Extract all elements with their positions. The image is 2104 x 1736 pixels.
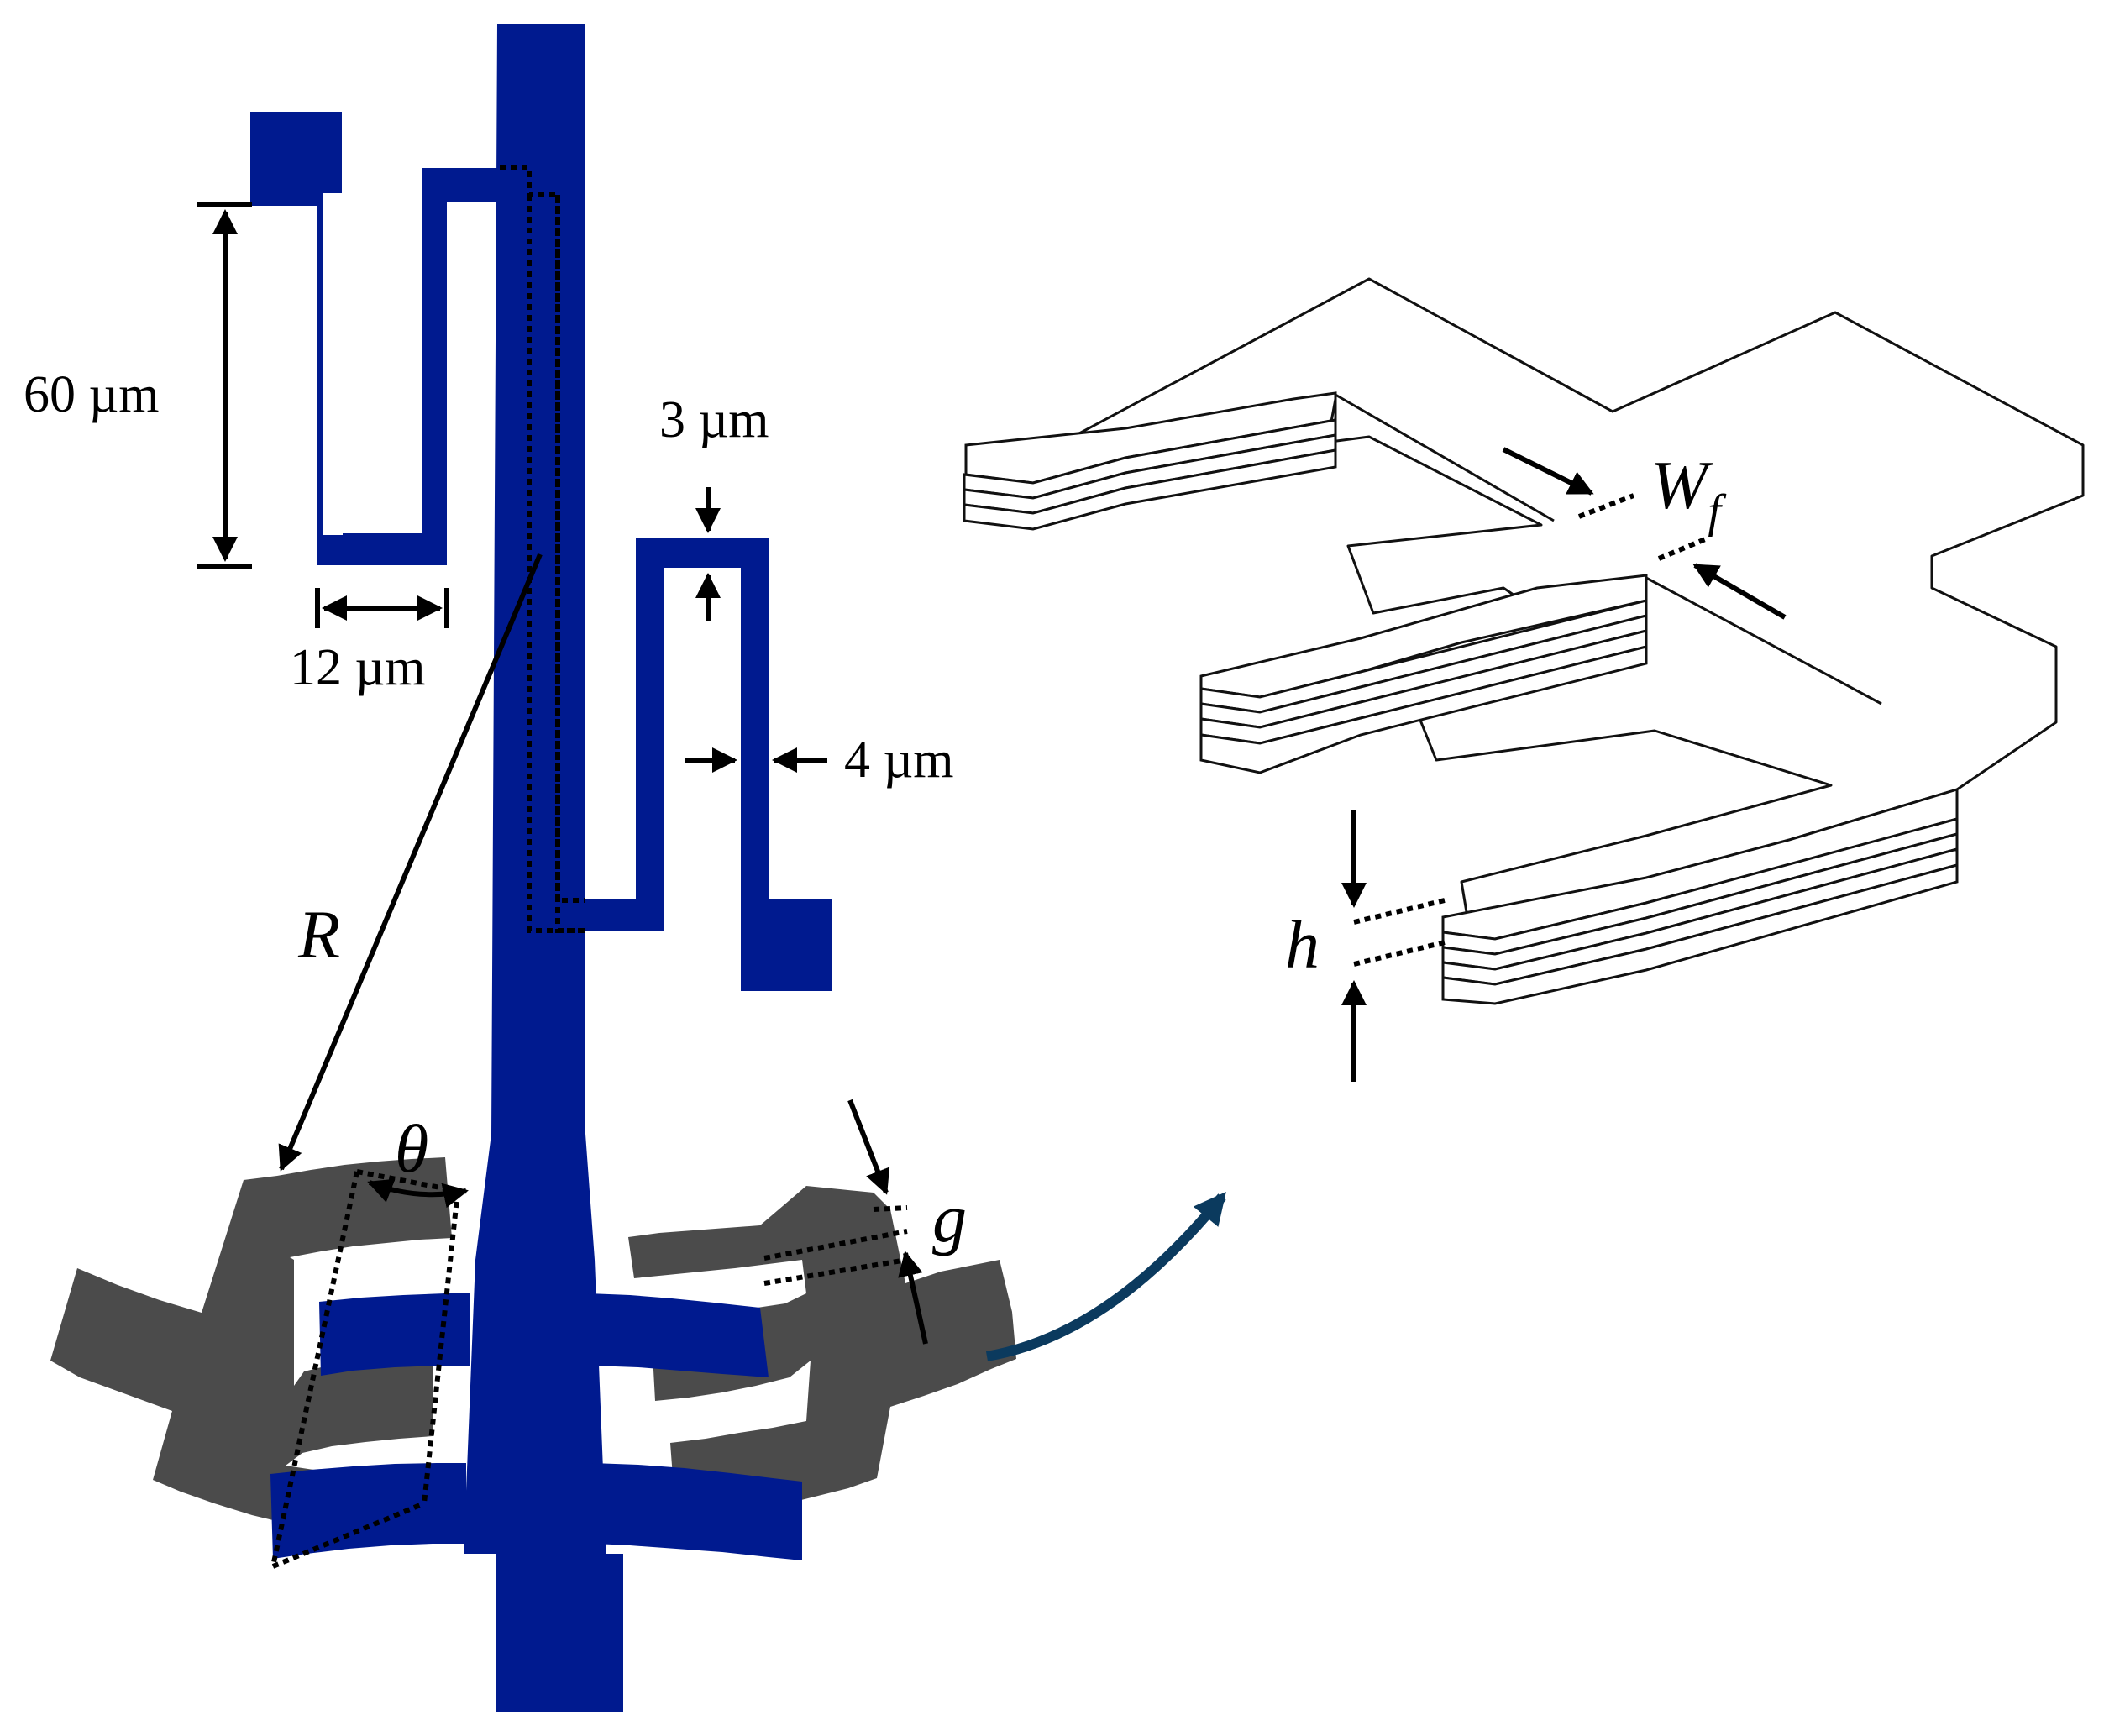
dim-12um-label: 12 µm (290, 639, 425, 696)
dim-60um-label: 60 µm (24, 366, 159, 423)
finger-3d-view (963, 277, 2085, 1005)
spring-anchor-dotted-box (500, 165, 585, 933)
stator-left (50, 1157, 452, 1544)
thickness-label: h (1285, 906, 1320, 983)
stator-right (628, 1186, 1016, 1522)
zoom-curved-arrow (985, 1192, 1226, 1361)
dim-angle: θ (270, 1110, 469, 1569)
radius-label: R (297, 896, 340, 973)
dim-60um: 60 µm (24, 202, 252, 569)
rotor (250, 24, 832, 1712)
angle-label: θ (395, 1110, 428, 1187)
dim-4um-label: 4 µm (844, 732, 953, 789)
gap-label: g (932, 1180, 967, 1256)
dim-12um: 12 µm (290, 588, 449, 696)
finger-layers-top (963, 391, 1337, 531)
dim-thickness: h (1285, 810, 1446, 1082)
dim-4um: 4 µm (685, 732, 953, 789)
dim-3um: 3 µm (659, 391, 769, 621)
finger-layers-bottom (1441, 787, 1959, 1005)
dim-radius: R (278, 553, 543, 1172)
finger-layers-middle (1199, 574, 1648, 774)
dim-gap: g (763, 1099, 967, 1345)
dim-3um-label: 3 µm (659, 391, 769, 448)
